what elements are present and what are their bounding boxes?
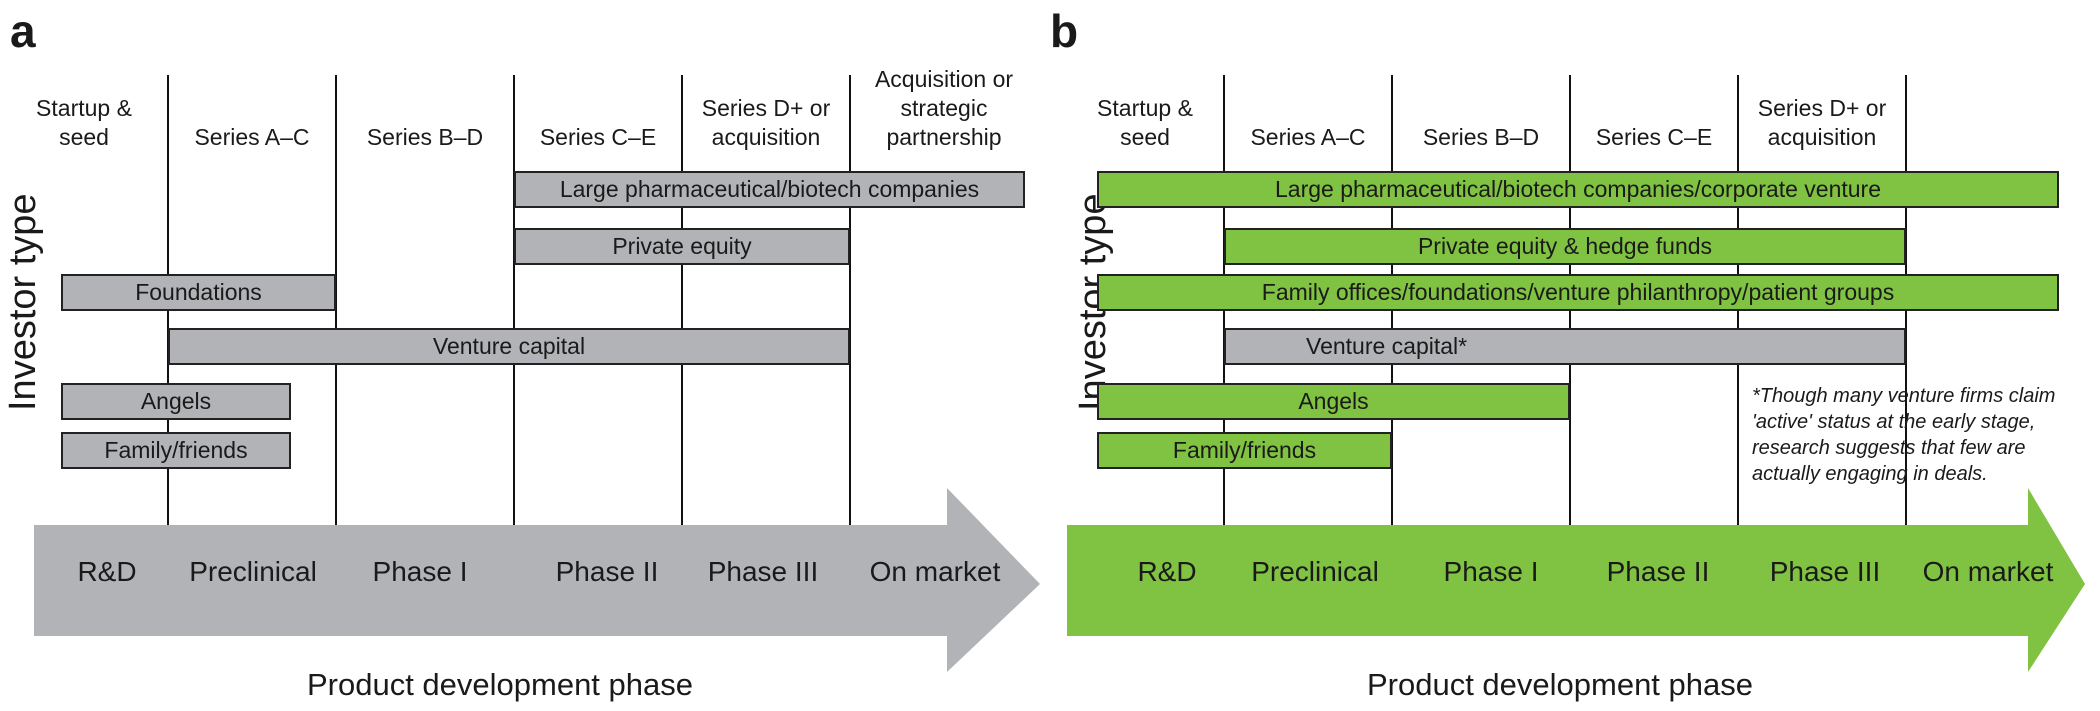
panel-label: a	[10, 5, 36, 57]
phase-arrow	[34, 488, 1040, 672]
phase-label: On market	[1922, 556, 2054, 587]
y-axis-label: Investor type	[2, 193, 44, 411]
phase-label: Phase I	[372, 556, 468, 587]
investor-bar: Foundations	[61, 274, 336, 311]
stage-label: Series D+ or acquisition	[1757, 95, 1887, 150]
phase-label: Phase III	[1769, 556, 1881, 587]
stage-label: Series D+ or acquisition	[701, 95, 831, 150]
investor-bar: Large pharmaceutical/biotech companies/c…	[1097, 171, 2059, 208]
investor-bar: Family offices/foundations/venture phila…	[1097, 274, 2059, 311]
investor-bar: Family/friends	[61, 432, 291, 469]
stage-label: Startup & seed	[36, 95, 132, 150]
phase-label: On market	[869, 556, 1001, 587]
investor-bar: Venture capital	[168, 328, 850, 365]
footnote: *Though many venture firms claim 'active…	[1752, 385, 2056, 485]
phase-label: Preclinical	[1251, 556, 1379, 587]
x-axis-label: Product development phase	[306, 667, 694, 702]
phase-label: Phase III	[707, 556, 819, 587]
phase-label: R&D	[1137, 556, 1197, 587]
x-axis-label: Product development phase	[1366, 667, 1754, 702]
investor-bar: Angels	[1097, 383, 1570, 420]
phase-label: R&D	[77, 556, 137, 587]
stage-label: Series A–C	[1250, 124, 1366, 150]
stage-label: Startup & seed	[1097, 95, 1193, 150]
phase-label: Phase II	[555, 556, 659, 587]
investor-bar: Large pharmaceutical/biotech companies	[514, 171, 1025, 208]
stage-label: Series C–E	[539, 124, 657, 150]
stage-label: Series A–C	[194, 124, 310, 150]
investor-bar: Private equity & hedge funds	[1224, 228, 1906, 265]
panel-label: b	[1050, 5, 1079, 57]
phase-arrow	[1067, 488, 2085, 672]
investor-bar: Angels	[61, 383, 291, 420]
investor-bar: Venture capital*	[1224, 328, 1906, 365]
investor-bar: Family/friends	[1097, 432, 1392, 469]
investor-bar: Private equity	[514, 228, 850, 265]
phase-label: Phase II	[1606, 556, 1710, 587]
panel-b: b Investor type Startup & seed Series A–…	[1050, 0, 2100, 711]
phase-label: Preclinical	[189, 556, 317, 587]
stage-label: Acquisition or strategic partnership	[874, 66, 1014, 150]
stage-label: Series C–E	[1595, 124, 1713, 150]
stage-label: Series B–D	[366, 124, 484, 150]
stage-label: Series B–D	[1422, 124, 1540, 150]
phase-label: Phase I	[1443, 556, 1539, 587]
panel-a: a Investor type Startup & seed Series A–…	[2, 5, 1040, 702]
